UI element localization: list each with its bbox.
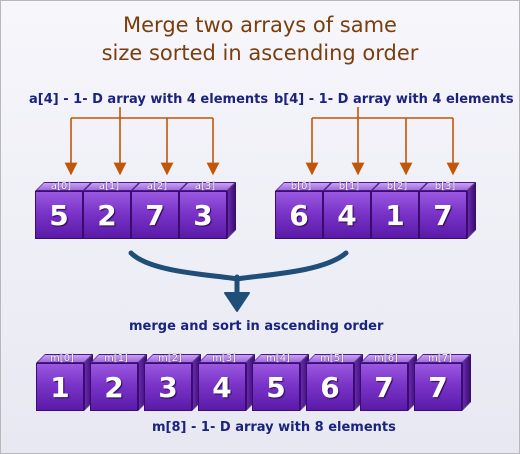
array-m-cell-value: 2 xyxy=(90,363,138,411)
title-line-2: size sorted in ascending order xyxy=(101,41,419,65)
array-m-cell-index-label: m[7] xyxy=(428,353,452,364)
array-m-cell-value: 6 xyxy=(306,363,354,411)
title-line-1: Merge two arrays of same xyxy=(123,13,397,37)
array-m-cell-index-label: m[5] xyxy=(320,353,344,364)
array-b-cell-index-label: b[0] xyxy=(290,181,312,192)
array-b-cell-value: 7 xyxy=(419,191,467,239)
caption-array-b: b[4] - 1- D array with 4 elements xyxy=(274,92,514,107)
array-m-cell-index-label: m[0] xyxy=(50,353,74,364)
array-m-cell-index-label: m[1] xyxy=(104,353,128,364)
array-a-cell-value: 3 xyxy=(179,191,227,239)
array-m-cell-value: 1 xyxy=(36,363,84,411)
merge-arrow xyxy=(128,250,349,312)
array-m-cell-index-label: m[6] xyxy=(374,353,398,364)
merge-caption: merge and sort in ascending order xyxy=(129,319,384,334)
array-a-cell-index-label: a[0] xyxy=(50,181,72,192)
array-a-cell-value: 5 xyxy=(35,191,83,239)
array-m-cell-value: 7 xyxy=(414,363,462,411)
array-a-cell-value: 2 xyxy=(83,191,131,239)
array-b-cell-index-label: b[2] xyxy=(386,181,408,192)
array-b-cell-index-label: b[1] xyxy=(338,181,360,192)
array-m-cell-value: 5 xyxy=(252,363,300,411)
bracket-array-b xyxy=(305,107,460,176)
caption-array-a: a[4] - 1- D array with 4 elements xyxy=(29,92,269,107)
array-m-cell-value: 7 xyxy=(360,363,408,411)
array-m-cell-index-label: m[3] xyxy=(212,353,236,364)
bracket-array-a xyxy=(64,107,220,176)
array-a-cell-index-label: a[1] xyxy=(98,181,120,192)
array-m-cell-value: 4 xyxy=(198,363,246,411)
array-a-cell-index-label: a[3] xyxy=(194,181,216,192)
array-b-cell-value: 1 xyxy=(371,191,419,239)
array-b-cell-value: 4 xyxy=(323,191,371,239)
array-m-cell-value: 3 xyxy=(144,363,192,411)
array-m-cell-index-label: m[2] xyxy=(158,353,182,364)
array-a-cell-value: 7 xyxy=(131,191,179,239)
array-m-cell-index-label: m[4] xyxy=(266,353,290,364)
array-b-cell-value: 6 xyxy=(275,191,323,239)
array-b-cell-index-label: b[3] xyxy=(434,181,456,192)
caption-array-m: m[8] - 1- D array with 8 elements xyxy=(152,420,396,435)
array-a-cell-index-label: a[2] xyxy=(146,181,168,192)
